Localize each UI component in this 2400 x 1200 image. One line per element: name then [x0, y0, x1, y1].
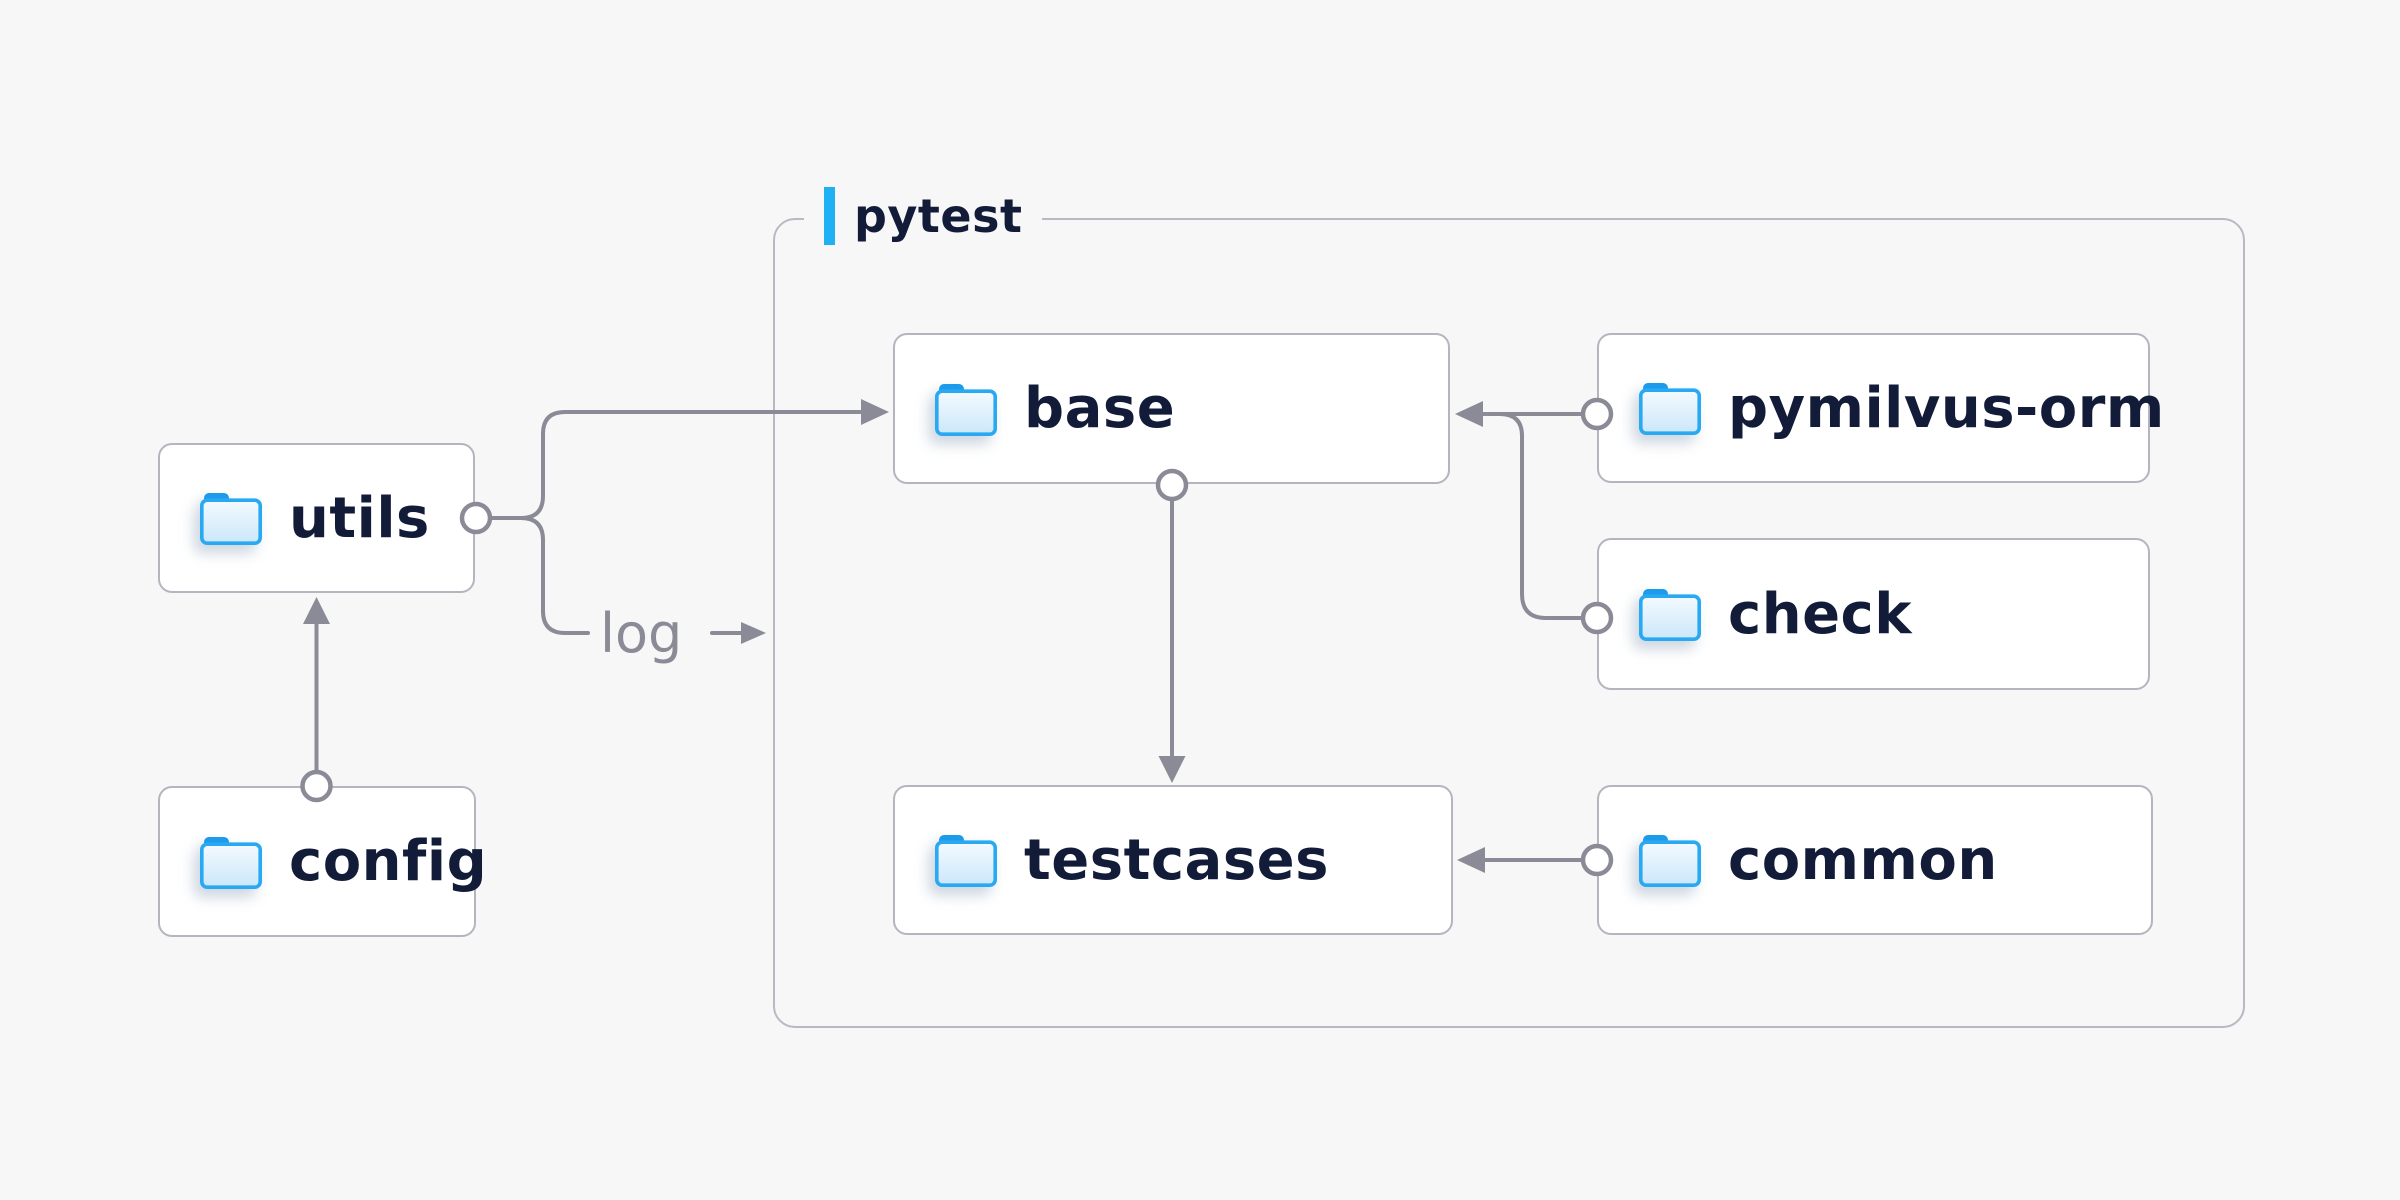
- folder-icon: [198, 834, 264, 890]
- node-testcases-label: testcases: [1024, 827, 1329, 893]
- folder-icon: [198, 490, 264, 546]
- edge-config-to-utils: [300, 597, 333, 803]
- node-common-label: common: [1728, 827, 1998, 893]
- node-base: base: [893, 333, 1450, 484]
- folder-icon: [1637, 586, 1703, 642]
- pytest-group-label: pytest: [804, 183, 1043, 249]
- folder-icon: [933, 381, 999, 437]
- node-config-label: config: [289, 829, 488, 894]
- log-edge-label: log: [600, 601, 683, 665]
- folder-icon: [933, 832, 999, 888]
- node-pymilvus-orm-label: pymilvus-orm: [1728, 375, 2165, 441]
- node-base-label: base: [1024, 376, 1176, 441]
- node-testcases: testcases: [893, 785, 1453, 935]
- pytest-group-title: pytest: [854, 189, 1023, 243]
- folder-icon: [1637, 380, 1703, 436]
- pytest-group-container: [773, 218, 2245, 1028]
- node-config: config: [158, 786, 487, 937]
- node-utils-label: utils: [289, 485, 430, 551]
- node-check-label: check: [1728, 581, 1912, 647]
- accent-bar-icon: [824, 187, 835, 245]
- node-pymilvus-orm: pymilvus-orm: [1597, 333, 2164, 483]
- node-utils: utils: [158, 443, 475, 593]
- node-common: common: [1597, 785, 2153, 935]
- node-check: check: [1597, 538, 2150, 690]
- folder-icon: [1637, 832, 1703, 888]
